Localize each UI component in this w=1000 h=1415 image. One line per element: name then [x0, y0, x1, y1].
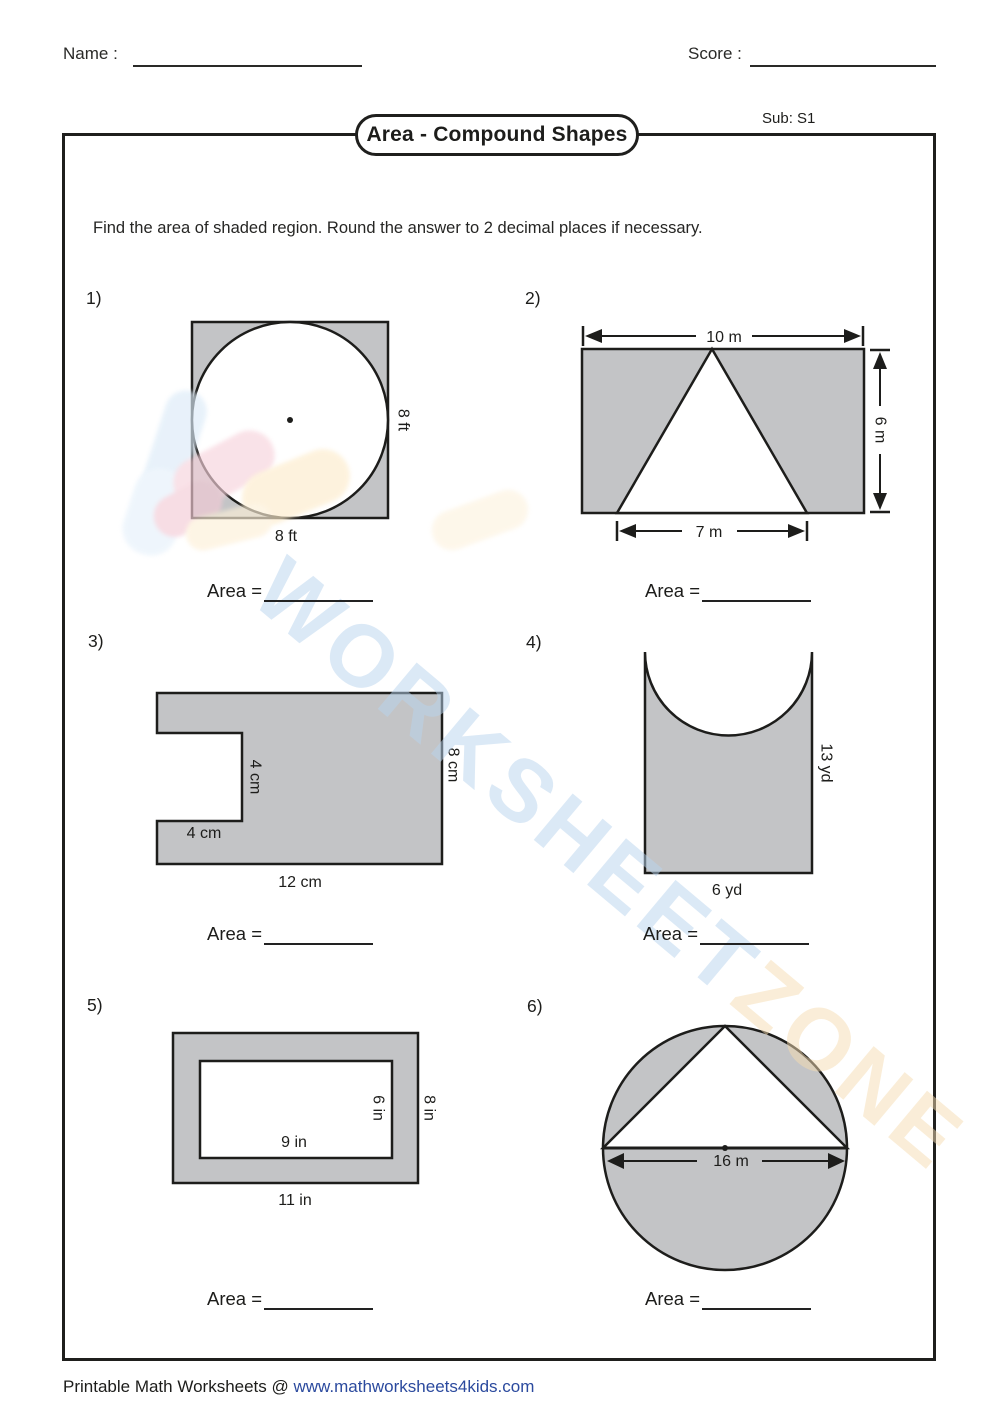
p6-diameter-dimension-arrow: 16 m	[607, 1153, 845, 1170]
shaded-notched-rectangle	[155, 691, 444, 866]
p3-notch-width-label: 4 cm	[187, 825, 222, 842]
p2-width-label: 10 m	[706, 329, 742, 346]
problem-4-number: 4)	[526, 632, 542, 652]
p5-inner-width-label: 9 in	[281, 1134, 307, 1151]
p6-diameter-label: 16 m	[713, 1153, 749, 1170]
name-label: Name :	[63, 44, 118, 63]
problem-6-number: 6)	[527, 996, 543, 1016]
problem-2-number: 2)	[525, 288, 541, 308]
p3-area-label: Area =	[207, 923, 263, 944]
problem-6-figure: 16 m	[599, 1024, 851, 1272]
p2-top-dimension-arrow: 10 m	[581, 326, 865, 346]
p3-answer-blank[interactable]	[264, 921, 374, 945]
cutout-triangle	[614, 346, 810, 515]
p4-width-label: 6 yd	[712, 882, 742, 899]
p4-height-label: 13 yd	[818, 743, 835, 782]
page-title: Area - Compound Shapes	[355, 114, 639, 156]
p4-answer-blank[interactable]	[700, 921, 810, 945]
problem-5-number: 5)	[87, 995, 103, 1015]
footer: Printable Math Worksheets @ www.mathwork…	[63, 1377, 534, 1397]
p3-area-row: Area =	[207, 921, 374, 945]
problem-5-figure: 6 in 8 in 9 in 11 in	[171, 1031, 438, 1209]
problem-1-number: 1)	[86, 288, 102, 308]
p2-bottom-dimension-arrow: 7 m	[615, 521, 809, 541]
p1-area-row: Area =	[207, 578, 374, 602]
p4-area-row: Area =	[643, 921, 810, 945]
p5-inner-height-label: 6 in	[370, 1095, 387, 1121]
problem-4-figure: 13 yd 6 yd	[643, 651, 835, 899]
p1-area-label: Area =	[207, 580, 263, 601]
p2-area-row: Area =	[645, 578, 812, 602]
score-label: Score :	[688, 44, 742, 63]
shaded-rect-minus-semicircle	[643, 651, 814, 875]
p1-side-label-right: 8 ft	[395, 409, 412, 432]
p5-outer-width-label: 11 in	[278, 1192, 312, 1209]
p2-area-label: Area =	[645, 580, 701, 601]
problem-3-figure: 4 cm 4 cm 12 cm 8 cm	[155, 691, 462, 891]
footer-text: Printable Math Worksheets @	[63, 1377, 294, 1396]
p3-width-label: 12 cm	[278, 874, 322, 891]
p2-right-dimension-arrow: 6 m	[870, 348, 890, 514]
footer-link[interactable]: www.mathworksheets4kids.com	[293, 1377, 535, 1396]
p5-answer-blank[interactable]	[264, 1286, 374, 1310]
p1-answer-blank[interactable]	[264, 578, 374, 602]
p5-area-label: Area =	[207, 1288, 263, 1309]
name-blank[interactable]	[133, 47, 362, 67]
p2-answer-blank[interactable]	[702, 578, 812, 602]
score-blank[interactable]	[750, 47, 936, 67]
sub-label: Sub: S1	[762, 110, 816, 127]
circle-center-dot	[722, 1145, 728, 1151]
p2-height-label: 6 m	[872, 417, 889, 444]
p6-answer-blank[interactable]	[702, 1286, 812, 1310]
p5-area-row: Area =	[207, 1286, 374, 1310]
p1-side-label-bottom: 8 ft	[275, 528, 298, 545]
problem-1-figure: 8 ft 8 ft	[190, 320, 412, 545]
inner-white-rectangle	[198, 1059, 394, 1160]
p4-area-label: Area =	[643, 923, 699, 944]
p6-area-label: Area =	[645, 1288, 701, 1309]
p5-outer-height-label: 8 in	[421, 1095, 438, 1121]
problem-2-figure: 10 m 6 m 7 m	[580, 326, 890, 541]
circle-center-dot	[287, 417, 293, 423]
instruction-text: Find the area of shaded region. Round th…	[93, 219, 703, 237]
p3-height-label: 8 cm	[445, 748, 462, 783]
problem-3-number: 3)	[88, 631, 104, 651]
p6-area-row: Area =	[645, 1286, 812, 1310]
p2-base-label: 7 m	[696, 524, 723, 541]
p3-notch-height-label: 4 cm	[247, 760, 264, 795]
